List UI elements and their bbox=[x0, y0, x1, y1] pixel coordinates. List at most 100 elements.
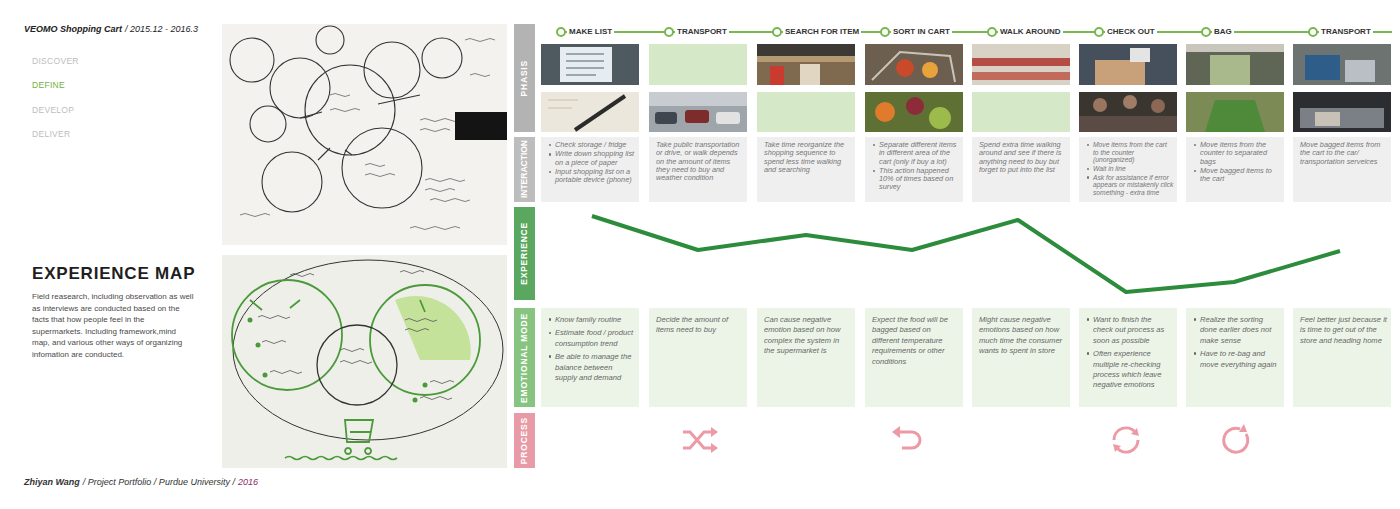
cell-note: Take time reorganize the shopping sequen… bbox=[764, 141, 852, 174]
cell-note: Check storage / fridge bbox=[548, 141, 636, 149]
cell-note: Take public transportation or drive, or … bbox=[656, 141, 744, 182]
phase-photos-part bbox=[1079, 116, 1177, 132]
timeline-part-part bbox=[1095, 28, 1103, 36]
arrow-heads-part bbox=[1131, 428, 1139, 436]
arrow-heads-part bbox=[892, 426, 900, 438]
cell-note: Separate different items in different ar… bbox=[872, 141, 960, 166]
phase-photos-part bbox=[548, 100, 578, 108]
author: Zhiyan Wang bbox=[24, 477, 80, 487]
phase-photos bbox=[541, 44, 1391, 132]
phase-header: TRANSPORT bbox=[675, 27, 729, 37]
timeline-part-part bbox=[988, 28, 996, 36]
phase-photos-part bbox=[560, 47, 612, 82]
phase-photos-part bbox=[649, 92, 747, 132]
cell-note: Have to re-bag and move everything again bbox=[1193, 349, 1280, 370]
timeline-part-part bbox=[881, 28, 889, 36]
phase-photos-part bbox=[655, 112, 677, 124]
phase-photos-part bbox=[972, 92, 1070, 132]
cell-note: Know family routine bbox=[548, 315, 635, 325]
phase-photos-part bbox=[770, 66, 784, 85]
cell-note: Decide the amount of items need to buy bbox=[656, 315, 743, 336]
phase-photos-part bbox=[875, 102, 895, 122]
cell-note: Move items from the cart to the counter … bbox=[1086, 141, 1174, 164]
arrow-heads-part bbox=[1239, 424, 1247, 432]
row-title: EXPERIENCE bbox=[520, 222, 529, 285]
sketch-mindmap-part-part bbox=[364, 42, 420, 98]
cell-note: Ask for assistance if error appears or m… bbox=[1086, 174, 1174, 197]
description: Field reasearch, including observation a… bbox=[32, 291, 195, 360]
phase-photos-part bbox=[865, 92, 963, 132]
emotion-cell: Might cause negative emotions based on h… bbox=[972, 308, 1070, 407]
sketch-mindmap-part-part bbox=[316, 26, 344, 54]
sketch-mindmap-part-part bbox=[250, 106, 286, 142]
cell-note: Estimate food / product consumption tren… bbox=[548, 328, 635, 349]
project-name: VEOMO Shopping Cart bbox=[24, 24, 122, 34]
interaction-cell: Take public transportation or drive, or … bbox=[649, 137, 747, 202]
cell-note: Can cause negative emotion based on how … bbox=[764, 315, 851, 357]
phase-photos-part bbox=[757, 44, 855, 56]
arrow-heads-part bbox=[1113, 444, 1121, 452]
sketch-framework-part-part bbox=[413, 398, 418, 403]
sketch-framework-part bbox=[222, 255, 507, 468]
process-icons-part bbox=[900, 432, 920, 448]
phase-photos-part bbox=[972, 72, 1070, 80]
phase-photos-part bbox=[1130, 48, 1150, 62]
arrow-heads-part bbox=[711, 443, 718, 453]
phase-photos-part bbox=[1095, 60, 1145, 85]
row-title: EMOTIONAL MODE bbox=[520, 313, 529, 403]
phase-photos-part bbox=[1345, 60, 1375, 82]
phase-photos-part bbox=[1079, 92, 1177, 132]
sketch-framework-part bbox=[317, 325, 397, 405]
timeline bbox=[557, 28, 1392, 36]
nav-item: DEVELOP bbox=[32, 105, 74, 115]
phase-header: SEARCH FOR ITEM bbox=[783, 27, 861, 37]
phase-photos-part bbox=[1186, 92, 1284, 132]
cell-note: Be able to manage the balance between su… bbox=[548, 352, 635, 383]
timeline-part-part bbox=[1309, 28, 1317, 36]
timeline-part-part bbox=[1202, 28, 1210, 36]
sketch-framework-part-part bbox=[248, 318, 253, 323]
cell-note: Move bagged items to the cart bbox=[1193, 167, 1281, 184]
phase-photos-part bbox=[757, 92, 855, 132]
phase-photos-part bbox=[1151, 99, 1165, 113]
phase-photos-part bbox=[1093, 98, 1107, 112]
emotion-cell: Know family routineEstimate food / produ… bbox=[541, 308, 639, 407]
emotion-cell: Want to finish the check out process as … bbox=[1079, 308, 1177, 407]
interaction-cell: Take time reorganize the shopping sequen… bbox=[757, 137, 855, 202]
phase-header: TRANSPORT bbox=[1319, 27, 1373, 37]
phase-photos-part bbox=[1293, 92, 1391, 132]
interaction-cell: Move items from the cart to the counter … bbox=[1079, 137, 1177, 202]
sketch-mindmap bbox=[222, 24, 507, 245]
row-header-band: EXPERIENCE bbox=[514, 207, 535, 300]
nav-item: DEFINE bbox=[32, 80, 65, 90]
cell-note: Move bagged items from the cart to the c… bbox=[1300, 141, 1388, 166]
phase-header: CHECK OUT bbox=[1105, 27, 1157, 37]
phase-header: MAKE LIST bbox=[567, 27, 614, 37]
phase-photos-part bbox=[1293, 44, 1391, 85]
sketch-mindmap-part-part bbox=[300, 95, 420, 160]
sketch-framework-part bbox=[248, 318, 428, 403]
timeline-part bbox=[557, 28, 1317, 36]
row-title: PROCESS bbox=[520, 417, 529, 464]
cell-note: Write down shopping list on a piece of p… bbox=[548, 150, 636, 167]
phase-header: WALK AROUND bbox=[998, 27, 1063, 37]
cell-note: Expect the food will be bagged based on … bbox=[872, 315, 959, 367]
phase-photos-part bbox=[1186, 44, 1284, 85]
phase-photos-part bbox=[1210, 55, 1250, 85]
interaction-cell: Spend extra time walking around and see … bbox=[972, 137, 1070, 202]
emotion-cell: Expect the food will be bagged based on … bbox=[865, 308, 963, 407]
footer-year: 2016 bbox=[238, 477, 258, 487]
phase-photos-part bbox=[1315, 112, 1340, 126]
phase-photos-part bbox=[649, 44, 747, 85]
process-icons-part bbox=[1114, 428, 1138, 452]
phase-photos-part bbox=[649, 92, 747, 106]
phase-photos-part bbox=[896, 59, 914, 77]
phase-photos-part bbox=[906, 97, 924, 115]
sketch-mindmap-part-part bbox=[262, 152, 322, 212]
sketch-framework-part-part bbox=[345, 420, 373, 454]
phase-photos-part bbox=[1186, 44, 1284, 52]
sketch-framework-part-part bbox=[250, 300, 425, 312]
cell-note: Input shopping list on a portable device… bbox=[548, 168, 636, 185]
